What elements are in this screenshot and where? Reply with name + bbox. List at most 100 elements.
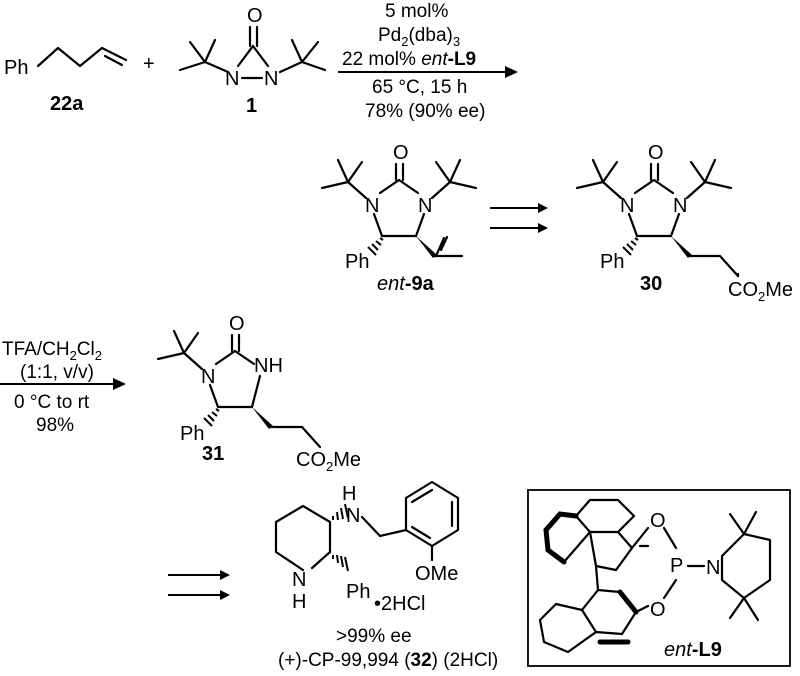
ligand-frame xyxy=(527,489,791,667)
ring-bond xyxy=(414,212,426,238)
tbu-methyl xyxy=(320,180,350,190)
tbu-bond xyxy=(601,180,623,200)
nh-label: NH xyxy=(254,355,283,377)
tbu-methyl xyxy=(601,160,619,184)
compound-name: (+)-CP-99,994 (32) (2HCl) xyxy=(278,650,498,671)
nh-label: H xyxy=(342,483,356,505)
tbu-bond xyxy=(430,180,452,200)
ph-label: Ph xyxy=(600,251,624,273)
wedge-bond xyxy=(416,236,437,258)
label-30: 30 xyxy=(640,273,662,295)
carbonyl-o: O xyxy=(247,5,263,27)
n-atom: N xyxy=(706,557,720,579)
carbonyl-o: O xyxy=(393,142,409,164)
conditions-1: 5 mol% Pd2(dba)3 22 mol% ent-L9 65 °C, 1… xyxy=(338,1,518,122)
wedge-bond xyxy=(252,407,273,429)
n-atom: N xyxy=(292,569,306,591)
label-ent-9a: ent-9a xyxy=(377,273,435,295)
catalyst-loading: 5 mol% xyxy=(385,1,448,22)
ring-bond xyxy=(372,212,384,238)
ester-group: CO2Me xyxy=(728,279,793,304)
piperidine-ring xyxy=(274,504,332,572)
n-atom: N xyxy=(673,195,687,217)
tbu-methyl xyxy=(703,180,733,190)
tbu-bond xyxy=(346,180,368,200)
vinyl-bond-2 xyxy=(439,235,449,252)
conditions-3: TFA/CH2Cl2 (1:1, v/v) 0 °C to rt 98% xyxy=(0,339,126,436)
tbu-methyl xyxy=(172,329,186,355)
hashed-bond xyxy=(332,554,349,572)
propanoate-chain xyxy=(269,425,322,449)
n-atom: N xyxy=(201,366,215,388)
alkene-bond xyxy=(100,46,128,62)
benzene-ring xyxy=(404,480,460,548)
n-atom: N xyxy=(264,68,278,90)
o-atom: O xyxy=(650,510,666,532)
label-ent-l9: ent-L9 xyxy=(664,639,722,661)
ph-label: Ph xyxy=(345,251,369,273)
ring-bond xyxy=(233,349,256,366)
hashed-bond xyxy=(367,237,384,256)
lower-aromatic-ring xyxy=(580,588,638,636)
salt-label: •2HCl xyxy=(374,593,425,615)
compound-ent-9a: O N N Ph ent-9a xyxy=(320,142,478,295)
plus-sign: + xyxy=(143,53,155,75)
tbu-methyl xyxy=(703,158,717,184)
arrowhead-3 xyxy=(113,378,126,390)
ligand-loading: 22 mol% ent-L9 xyxy=(342,49,476,70)
tbu-methyl xyxy=(448,158,462,184)
tbu-methyl xyxy=(300,40,320,64)
lower-saturated-ring xyxy=(538,602,598,654)
wedge-bond xyxy=(671,236,692,258)
ring-bond xyxy=(397,178,420,195)
n-atom: N xyxy=(418,195,432,217)
tbu-methyl xyxy=(434,160,452,184)
o-atom: O xyxy=(650,599,666,621)
ph-label: Ph xyxy=(4,57,28,79)
compound-1: O N N 1 xyxy=(178,5,327,117)
ring-bond xyxy=(652,178,675,195)
ring-bond xyxy=(208,383,220,409)
ring-bond xyxy=(251,44,270,68)
compound-31: O N NH Ph CO2Me 31 xyxy=(156,313,361,474)
hashed-bond xyxy=(332,503,349,521)
carbonyl-o: O xyxy=(648,142,664,164)
tbu-bond xyxy=(278,60,304,74)
propanoate-chain xyxy=(688,254,740,278)
ratio: (1:1, v/v) xyxy=(20,362,94,383)
tbu-bond xyxy=(685,180,707,200)
ring-bond xyxy=(214,349,237,366)
tbu-bond xyxy=(203,60,230,74)
yield-ee: 78% (90% ee) xyxy=(365,101,485,122)
tbu-methyl xyxy=(156,351,186,361)
multi-step-arrow-2 xyxy=(168,570,230,600)
ring-bond xyxy=(669,212,681,238)
h-label: H xyxy=(292,591,306,613)
tbu-methyl xyxy=(689,160,707,184)
ome-label: OMe xyxy=(415,563,458,585)
yield: 98% xyxy=(36,415,74,436)
ring-bond xyxy=(250,374,262,409)
label-1: 1 xyxy=(246,95,257,117)
temperature-time: 65 °C, 15 h xyxy=(372,77,467,98)
reagent-tfa: TFA/CH2Cl2 xyxy=(2,339,102,363)
ee-label: >99% ee xyxy=(336,626,412,647)
benzyl-bond xyxy=(360,515,408,538)
tmp-ring xyxy=(720,532,772,600)
tbu-methyl xyxy=(448,180,478,190)
upper-aromatic-ring xyxy=(574,498,636,534)
compound-32: N H H N OMe Ph •2HCl >99% ee (+)-CP-99,9… xyxy=(274,480,498,671)
carbonyl-o: O xyxy=(229,313,245,335)
tbu-methyl xyxy=(178,60,207,72)
ring-bond xyxy=(310,550,332,570)
tbu-methyl xyxy=(188,40,207,64)
tbu-methyl xyxy=(336,158,350,184)
temperature: 0 °C to rt xyxy=(14,392,90,413)
arrowhead-1 xyxy=(505,66,518,78)
compound-30: O N N Ph CO2Me 30 xyxy=(575,142,793,304)
ring-bond xyxy=(627,212,639,238)
upper-saturated-ring xyxy=(543,511,579,565)
label-22a: 22a xyxy=(50,93,84,115)
tbu-methyl xyxy=(575,180,605,190)
ester-group: CO2Me xyxy=(296,449,361,474)
